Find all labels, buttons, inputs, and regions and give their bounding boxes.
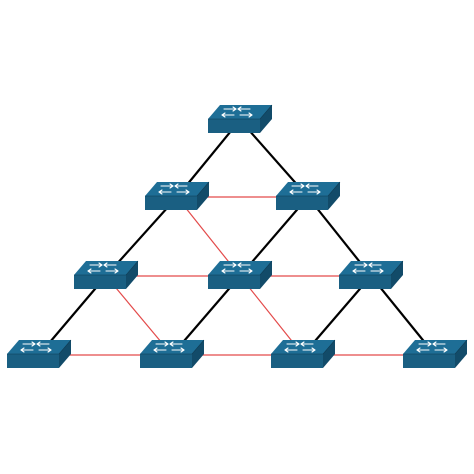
switch-side-face <box>328 182 340 210</box>
switch-front-face <box>74 275 126 289</box>
switch-edge <box>339 260 404 276</box>
switch-side-face <box>455 340 467 368</box>
network-switch-icon <box>289 183 321 195</box>
switch-edge <box>271 339 336 355</box>
switch-edge <box>276 181 341 197</box>
switch-front-face <box>7 354 59 368</box>
switch-r2c1[interactable] <box>145 181 210 210</box>
switch-r3c3[interactable] <box>339 260 404 289</box>
network-switch-icon <box>20 341 52 353</box>
switch-side-face <box>197 182 209 210</box>
network-switch-icon <box>87 262 119 274</box>
switch-front-face <box>145 196 197 210</box>
switch-front-face <box>339 275 391 289</box>
network-switch-icon <box>221 262 253 274</box>
links-layer <box>38 119 436 356</box>
network-switch-icon <box>158 183 190 195</box>
switch-front-face <box>140 354 192 368</box>
network-switch-icon <box>352 262 384 274</box>
switch-edge <box>208 260 273 276</box>
switch-r4c1[interactable] <box>7 339 72 368</box>
switch-side-face <box>59 340 71 368</box>
network-switch-icon <box>284 341 316 353</box>
network-switch-icon <box>416 341 448 353</box>
switch-side-face <box>323 340 335 368</box>
switch-side-face <box>192 340 204 368</box>
switch-r2c2[interactable] <box>276 181 341 210</box>
switch-edge <box>403 339 468 355</box>
network-switch-icon <box>153 341 185 353</box>
switch-front-face <box>403 354 455 368</box>
switch-r4c2[interactable] <box>140 339 205 368</box>
switches-layer <box>7 104 468 368</box>
switch-side-face <box>391 261 403 289</box>
switch-edge <box>208 104 273 120</box>
switch-r4c4[interactable] <box>403 339 468 368</box>
switch-front-face <box>271 354 323 368</box>
switch-front-face <box>208 119 260 133</box>
switch-front-face <box>276 196 328 210</box>
switch-edge <box>140 339 205 355</box>
switch-edge <box>74 260 139 276</box>
switch-front-face <box>208 275 260 289</box>
network-switch-icon <box>221 106 253 118</box>
switch-side-face <box>126 261 138 289</box>
switch-edge <box>7 339 72 355</box>
switch-r1c1[interactable] <box>208 104 273 133</box>
switch-side-face <box>260 105 272 133</box>
switch-edge <box>145 181 210 197</box>
switch-side-face <box>260 261 272 289</box>
switch-r3c2[interactable] <box>208 260 273 289</box>
switch-r3c1[interactable] <box>74 260 139 289</box>
switch-r4c3[interactable] <box>271 339 336 368</box>
